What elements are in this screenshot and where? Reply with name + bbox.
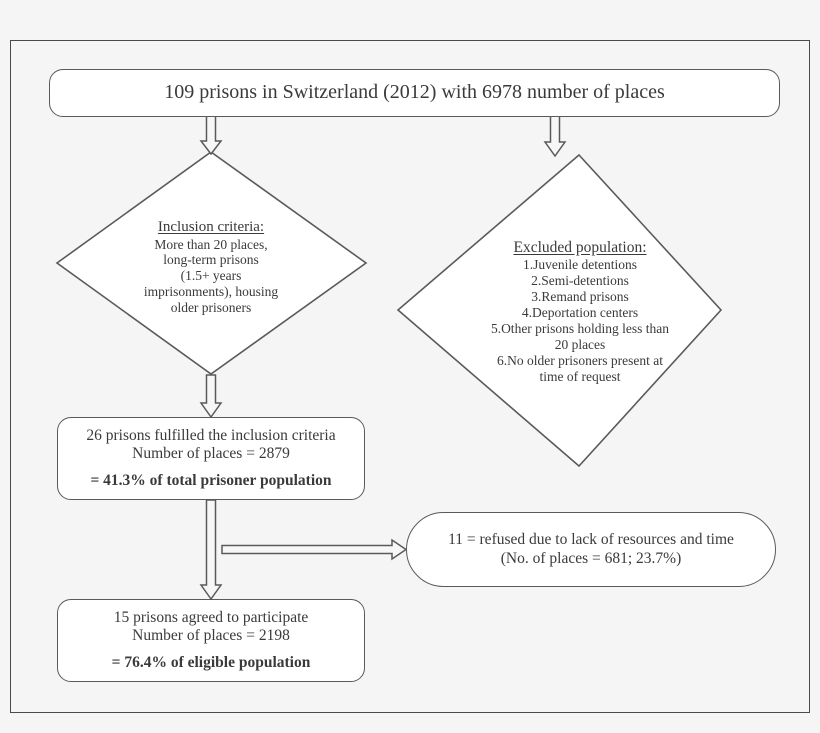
excluded-diamond-line-7: 6.No older prisoners present at [496, 352, 664, 368]
fulfilled-box-line-3: = 41.3% of total prisoner population [90, 472, 332, 490]
refused-box-line-2: (No. of places = 681; 23.7%) [500, 549, 682, 567]
inclusion-diamond-text: Inclusion criteria: More than 20 places,… [86, 205, 336, 330]
agreed-box-line-3: = 76.4% of eligible population [111, 654, 311, 672]
title-box: 109 prisons in Switzerland (2012) with 6… [49, 69, 780, 117]
inclusion-diamond-line-1: More than 20 places, [154, 236, 268, 252]
agreed-box-line-2: Number of places = 2198 [132, 626, 290, 644]
fulfilled-box-line-2: Number of places = 2879 [132, 444, 290, 462]
excluded-diamond-line-5: 5.Other prisons holding less than [490, 321, 670, 337]
excluded-diamond-heading: Excluded population: [513, 239, 647, 257]
excluded-diamond-line-6: 20 places [554, 337, 606, 353]
excluded-diamond-line-2: 2.Semi-detentions [531, 273, 629, 289]
inclusion-diamond-heading: Inclusion criteria: [157, 218, 265, 235]
agreed-box: 15 prisons agreed to participate Number … [57, 599, 365, 682]
excluded-diamond-line-4: 4.Deportation centers [521, 305, 639, 321]
fulfilled-box: 26 prisons fulfilled the inclusion crite… [57, 417, 365, 500]
inclusion-diamond-line-4: imprisonments), housing [143, 284, 279, 300]
excluded-diamond-line-8: time of request [539, 368, 621, 384]
inclusion-diamond-line-2: long-term prisons [163, 252, 259, 268]
excluded-diamond-text: Excluded population: 1.Juvenile detentio… [444, 234, 716, 390]
inclusion-diamond-line-5: older prisoners [170, 300, 252, 316]
excluded-diamond-line-1: 1.Juvenile detentions [523, 257, 637, 273]
excluded-diamond-line-3: 3.Remand prisons [531, 289, 629, 305]
agreed-box-line-1: 15 prisons agreed to participate [113, 608, 309, 626]
refused-box-line-1: 11 = refused due to lack of resources an… [448, 531, 734, 549]
refused-box: 11 = refused due to lack of resources an… [406, 512, 776, 587]
title-box-text: 109 prisons in Switzerland (2012) with 6… [164, 81, 665, 104]
fulfilled-box-line-1: 26 prisons fulfilled the inclusion crite… [86, 426, 336, 444]
inclusion-diamond-line-3: (1.5+ years [180, 268, 242, 284]
